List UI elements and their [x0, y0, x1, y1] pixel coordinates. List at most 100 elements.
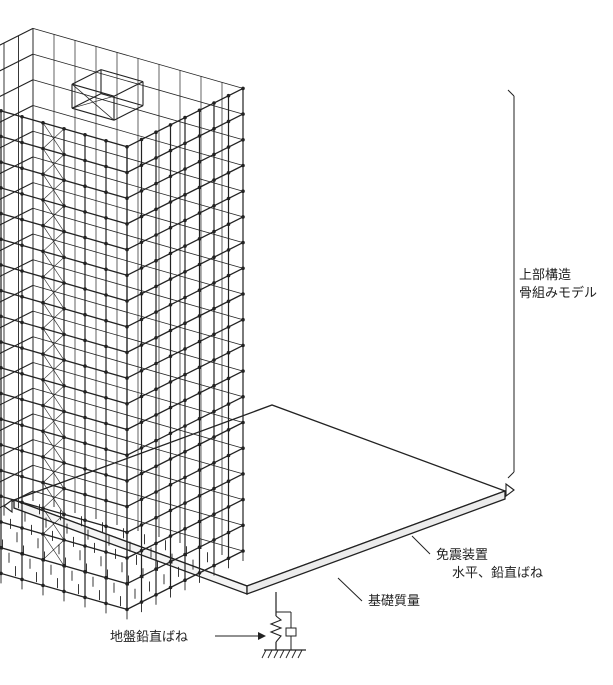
frame-node: [41, 557, 45, 562]
frame-node: [20, 423, 24, 428]
frame-node: [226, 248, 231, 252]
penthouse-edge: [71, 69, 102, 85]
frame-node: [62, 229, 66, 234]
frame-node: [154, 181, 158, 186]
frame-node: [183, 244, 187, 248]
core-brace: [42, 225, 65, 258]
frame-node: [41, 403, 45, 408]
frame-node: [183, 321, 187, 326]
frame-node: [197, 391, 202, 395]
core-brace: [42, 302, 65, 335]
core-brace: [42, 148, 65, 181]
frame-model-label: 骨組みモデル: [519, 286, 598, 301]
frame-node: [154, 310, 158, 314]
frame-node: [154, 336, 158, 340]
foundation-mass-label: 基礎質量: [368, 594, 421, 609]
foundation-leader: [337, 577, 363, 602]
frame-node: [139, 137, 144, 142]
frame-node: [212, 101, 216, 105]
frame-node: [226, 299, 231, 304]
frame-node: [41, 532, 45, 536]
frame-node: [125, 376, 129, 380]
frame-node: [104, 473, 108, 477]
frame-node: [125, 273, 129, 278]
core-brace: [42, 508, 65, 541]
frame-node: [41, 352, 45, 356]
frame-node: [197, 159, 202, 164]
frame-node: [241, 266, 245, 271]
frame-node: [62, 306, 66, 311]
frame-node: [168, 534, 173, 538]
frame-node: [197, 185, 202, 190]
frame-node: [20, 474, 24, 479]
frame-node: [104, 344, 108, 349]
frame-node: [226, 273, 231, 278]
frame-node: [104, 293, 108, 297]
frame-node: [20, 372, 24, 376]
frame-node: [62, 358, 66, 362]
frame-node: [125, 581, 129, 586]
frame-node: [20, 449, 24, 453]
frame-node: [0, 468, 3, 473]
frame-node: [139, 189, 144, 193]
frame-node: [241, 138, 245, 142]
ground-hatch: [279, 649, 285, 659]
bracket-top: [507, 89, 515, 97]
frame-node: [104, 164, 108, 169]
frame-node: [197, 339, 202, 344]
core-brace: [42, 533, 65, 566]
left-floor-beam: [0, 27, 34, 46]
frame-node: [62, 281, 66, 285]
frame-node: [83, 158, 87, 163]
superstructure-label: 上部構造: [519, 268, 572, 283]
frame-node: [20, 217, 24, 222]
frame-node: [83, 364, 87, 368]
left-floor-beam: [0, 53, 34, 72]
ground-hatch: [297, 649, 303, 659]
frame-node: [139, 343, 144, 347]
frame-node: [168, 200, 173, 204]
frame-node: [212, 538, 216, 542]
frame-node: [212, 358, 216, 362]
frame-node: [168, 328, 173, 333]
spring-coil: [269, 615, 283, 643]
frame-node: [226, 145, 231, 149]
ground-hatch: [273, 649, 279, 659]
frame-nodes: [0, 86, 245, 612]
frame-node: [20, 269, 24, 273]
foundation-slab: [12, 404, 507, 595]
frame-node: [83, 441, 87, 446]
slab-support-triangles: [3, 482, 515, 514]
bracket-bottom: [507, 471, 515, 479]
frame-node: [125, 196, 129, 200]
frame-node: [168, 482, 173, 487]
frame-node: [197, 545, 202, 549]
frame-node: [183, 449, 187, 454]
frame-node: [212, 409, 216, 414]
frame-node: [125, 427, 129, 432]
frame-node: [62, 486, 66, 491]
frame-node: [104, 241, 108, 246]
core-brace: [42, 122, 65, 155]
frame-node: [139, 420, 144, 425]
core-brace: [42, 353, 65, 386]
frame-node: [183, 475, 187, 480]
frame-node: [139, 291, 144, 296]
frame-node: [212, 383, 216, 388]
frame-node: [197, 288, 202, 293]
frame-node: [183, 270, 187, 274]
frame-node: [62, 152, 66, 157]
frame-node: [125, 222, 129, 226]
frame-node: [241, 215, 245, 219]
core-brace: [42, 379, 65, 412]
frame-node: [41, 429, 45, 434]
frame-node: [20, 526, 24, 530]
frame-node: [20, 294, 24, 299]
frame-node: [41, 146, 45, 151]
frame-node: [154, 387, 158, 392]
frame-node: [41, 249, 45, 254]
penthouse-edge: [71, 83, 115, 97]
frame-node: [20, 115, 24, 119]
left-floor-beam: [0, 413, 34, 432]
frame-node: [226, 453, 231, 458]
